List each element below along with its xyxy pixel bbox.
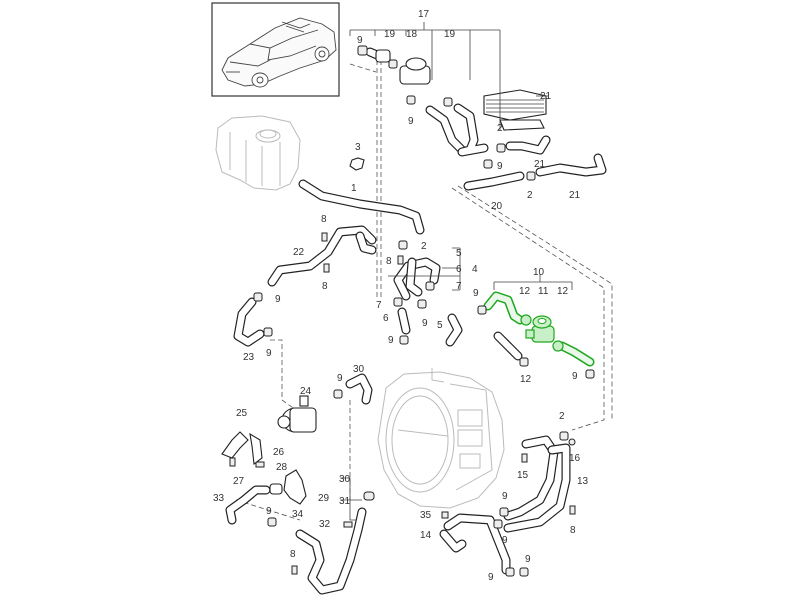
callout-33[interactable]: 33 [213,493,225,504]
callout-21[interactable]: 21 [540,91,552,102]
callout-13[interactable]: 13 [577,476,589,487]
callout-26[interactable]: 26 [273,447,285,458]
callout-17[interactable]: 17 [418,9,430,20]
highlighted-hose-assembly[interactable] [483,291,595,367]
callout-23[interactable]: 23 [243,352,255,363]
leader-lines [340,22,573,521]
callout-28[interactable]: 28 [276,462,288,473]
callout-7[interactable]: 7 [376,300,382,311]
callout-2[interactable]: 2 [527,190,533,201]
callout-8[interactable]: 8 [570,525,576,536]
callout-22[interactable]: 22 [293,247,305,258]
callout-24[interactable]: 24 [300,386,312,397]
motor-housing [377,368,505,509]
component-18-filter [375,49,431,85]
callout-21[interactable]: 21 [569,190,581,201]
callout-9[interactable]: 9 [266,348,272,359]
callout-9[interactable]: 9 [502,535,508,546]
valve-icon [525,315,555,343]
component-34-flange [269,469,307,505]
callout-8[interactable]: 8 [386,256,392,267]
callout-5[interactable]: 5 [456,248,462,259]
callout-2[interactable]: 2 [497,123,503,134]
callout-6[interactable]: 6 [456,264,462,275]
vehicle-icon [221,17,337,88]
callout-8[interactable]: 8 [290,549,296,560]
callout-9[interactable]: 9 [357,35,363,46]
callout-9[interactable]: 9 [422,318,428,329]
callout-9[interactable]: 9 [408,116,414,127]
callout-6[interactable]: 6 [383,313,389,324]
component-24-pump [277,395,317,433]
callout-31[interactable]: 31 [339,496,351,507]
callout-8[interactable]: 8 [322,281,328,292]
callout-labels: 17 9 19 18 19 9 21 2 21 9 2 21 20 3 1 8 … [213,9,589,583]
callout-9[interactable]: 9 [502,491,508,502]
callout-9[interactable]: 9 [337,373,343,384]
clamps [229,45,595,577]
callout-9[interactable]: 9 [572,371,578,382]
callout-4[interactable]: 4 [472,264,478,275]
callout-21[interactable]: 21 [534,159,546,170]
callout-10[interactable]: 10 [533,267,545,278]
callout-32[interactable]: 32 [319,519,331,530]
callout-34[interactable]: 34 [292,509,304,520]
callout-11[interactable]: 11 [538,286,549,297]
callout-9[interactable]: 9 [266,506,272,517]
callout-3[interactable]: 3 [355,142,361,153]
callout-8[interactable]: 8 [321,214,327,225]
callout-9[interactable]: 9 [275,294,281,305]
callout-20[interactable]: 20 [491,201,503,212]
callout-2[interactable]: 2 [421,241,427,252]
callout-7[interactable]: 7 [456,281,462,292]
callout-29[interactable]: 29 [318,493,330,504]
callout-15[interactable]: 15 [517,470,529,481]
callout-9[interactable]: 9 [488,572,494,583]
callout-1[interactable]: 1 [351,183,357,194]
callout-14[interactable]: 14 [420,530,432,541]
callout-9[interactable]: 9 [497,161,503,172]
callout-19[interactable]: 19 [384,29,396,40]
vehicle-inset[interactable] [211,2,340,97]
component-21-oil-cooler [483,89,547,131]
callout-30[interactable]: 30 [339,474,351,485]
callout-18[interactable]: 18 [406,29,418,40]
callout-35[interactable]: 35 [420,510,432,521]
callout-16[interactable]: 16 [569,453,581,464]
expansion-tank [215,115,301,191]
callout-9[interactable]: 9 [388,335,394,346]
component-25-26-brackets [221,431,263,466]
callout-12[interactable]: 12 [519,286,531,297]
callout-25[interactable]: 25 [236,408,248,419]
callout-9[interactable]: 9 [473,288,479,299]
callout-12[interactable]: 12 [557,286,569,297]
callout-30[interactable]: 30 [353,364,365,375]
callout-5[interactable]: 5 [437,320,443,331]
callout-19[interactable]: 19 [444,29,456,40]
callout-12[interactable]: 12 [520,374,532,385]
callout-9[interactable]: 9 [525,554,531,565]
dashed-guides [235,60,613,521]
callout-2[interactable]: 2 [559,411,565,422]
callout-27[interactable]: 27 [233,476,245,487]
